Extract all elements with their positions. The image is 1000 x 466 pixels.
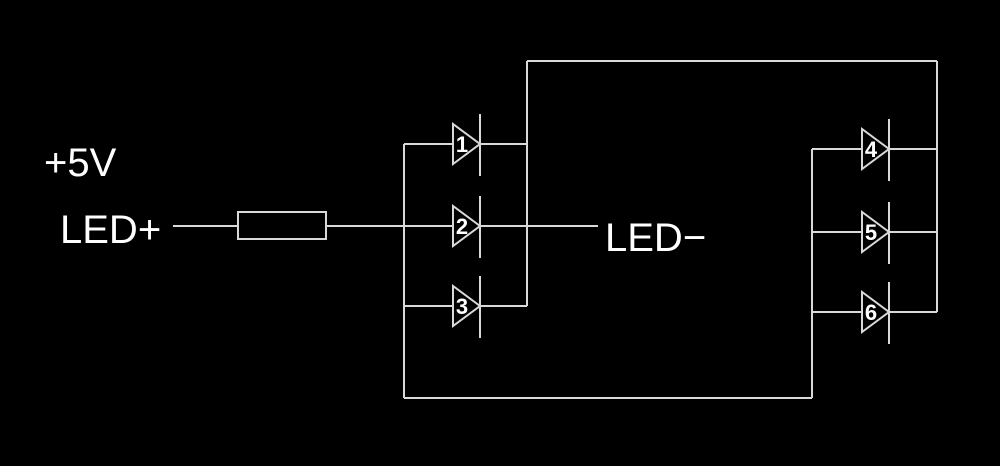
diode-5: 5 [861,202,891,264]
diode-6-symbol [861,290,891,334]
led-plus-label: LED+ [60,208,161,252]
diode-5-number: 5 [865,220,877,245]
diode-3-symbol [452,284,482,328]
diode-1-number: 1 [456,132,468,157]
diode-2: 2 [452,196,482,258]
diode-4-number: 4 [865,137,878,162]
diode-4-symbol [861,127,891,171]
diode-5-symbol [861,210,891,254]
diode-2-number: 2 [456,214,468,239]
diode-2-symbol [452,204,482,248]
diode-3: 3 [452,276,482,338]
led-minus-label: LED− [605,216,706,260]
resistor [237,211,327,240]
supply-voltage-label: +5V [44,141,117,185]
diode-6-number: 6 [865,300,877,325]
diode-1-symbol [452,122,482,166]
diode-4: 4 [861,119,891,181]
diode-6: 6 [861,282,891,344]
diode-3-number: 3 [456,294,468,319]
diode-1: 1 [452,114,482,176]
